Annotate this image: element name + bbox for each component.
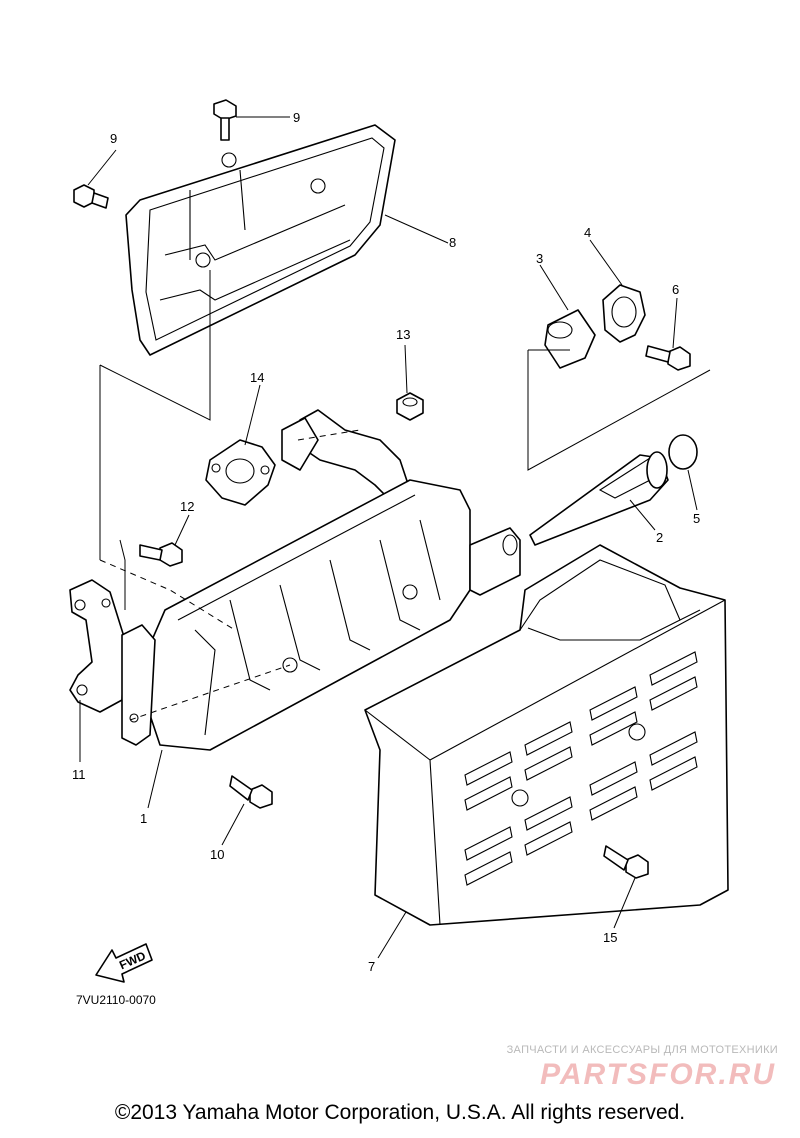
bolt-12: [139, 542, 183, 567]
bolt-9-left: [73, 184, 109, 209]
callout-7: 7: [368, 959, 375, 974]
callout-14: 14: [250, 370, 264, 385]
callout-5: 5: [693, 511, 700, 526]
callout-11: 11: [72, 767, 86, 782]
callout-10: 10: [210, 847, 224, 862]
drawing-code: 7VU2110-0070: [76, 993, 156, 1007]
callout-6: 6: [672, 282, 679, 297]
bracket: [69, 579, 126, 713]
callout-8: 8: [449, 235, 456, 250]
gasket: [205, 439, 276, 506]
clamp: [602, 284, 646, 343]
muffler: [149, 409, 521, 751]
cap: [668, 434, 698, 470]
callout-leaders: [79, 116, 698, 959]
assembly-lines: [99, 270, 711, 721]
muffler-guard: [364, 544, 729, 926]
bolt-10: [229, 775, 273, 809]
bolt-6: [645, 345, 691, 371]
nut: [396, 392, 424, 421]
fwd-arrow-icon: FWD: [95, 943, 153, 983]
watermark-tagline: ЗАПЧАСТИ И АКСЕССУАРЫ ДЛЯ МОТОТЕХНИКИ: [506, 1044, 778, 1056]
callout-9-left: 9: [110, 131, 117, 146]
guard-vents: [464, 651, 698, 886]
bolt-9-upper: [213, 99, 237, 141]
watermark-logo: PARTSFOR.RU: [540, 1058, 776, 1091]
mount-plate: [121, 624, 156, 746]
callout-3: 3: [536, 251, 543, 266]
callout-15: 15: [603, 930, 617, 945]
tube-fitting: [544, 309, 596, 369]
callout-2: 2: [656, 530, 663, 545]
spark-arrester: [529, 451, 669, 546]
callout-13: 13: [396, 327, 410, 342]
callout-12: 12: [180, 499, 194, 514]
callout-4: 4: [584, 225, 591, 240]
heat-protector-plate: [125, 124, 396, 356]
bolt-15: [603, 845, 649, 879]
callout-9-upper: 9: [293, 110, 300, 125]
copyright-notice: ©2013 Yamaha Motor Corporation, U.S.A. A…: [114, 1101, 686, 1124]
callout-1: 1: [140, 811, 147, 826]
